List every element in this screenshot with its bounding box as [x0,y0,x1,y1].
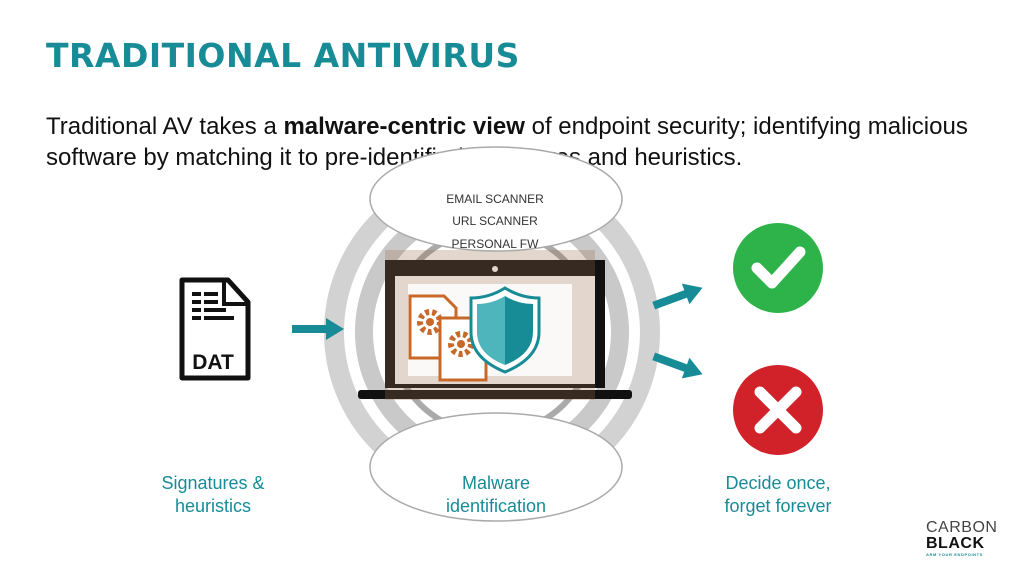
intro-text-bold: malware-centric view [283,113,525,140]
check-icon [733,223,823,313]
brand-line-1: CARBON [926,519,998,536]
intro-paragraph: Traditional AV takes a malware-centric v… [46,111,986,173]
caption-line: Signatures & [161,473,265,493]
identification-oval [369,412,623,522]
brand-tagline: ARM YOUR ENDPOINTS [926,552,983,557]
arrow-right-icon [292,318,344,340]
laptop-base [358,390,632,399]
laptop-camera [492,266,498,272]
caption-line: heuristics [174,496,252,516]
caption-signatures: Signatures & heuristics [113,472,313,518]
arrow-right-icon [652,352,703,379]
gear-icon [448,331,474,357]
caption-line: Decide once, [725,473,831,493]
document-icon: DAT [179,277,251,381]
intro-text-end: of endpoint security; identifying malici… [46,113,968,171]
scanner-oval [369,146,623,252]
caption-line: identification [445,496,547,516]
brand-line-2: BLACK [926,535,985,552]
stack-item-email-scanner: EMAIL SCANNER [446,192,544,206]
caption-malware-identification: Malware identification [396,472,596,518]
gear-hub [457,340,465,348]
intro-text-start: Traditional AV takes a [46,113,284,140]
arrow-right-icon [652,283,703,310]
stack-item-personal-fw: PERSONAL FW [451,237,539,251]
brand-logo: CARBON BLACK ARM YOUR ENDPOINTS [926,520,997,557]
x-icon [733,365,823,455]
stack-item-url-scanner: URL SCANNER [452,214,538,228]
gear-hub [426,318,434,326]
caption-decide-once: Decide once, forget forever [678,472,878,518]
page-title: TRADITIONAL ANTIVIRUS [46,36,520,75]
dat-label: DAT [192,351,234,374]
caption-line: Malware [461,473,531,493]
gear-documents [408,294,488,382]
shield-icon [469,286,541,374]
caption-line: forget forever [724,496,832,516]
arrows [292,283,703,379]
